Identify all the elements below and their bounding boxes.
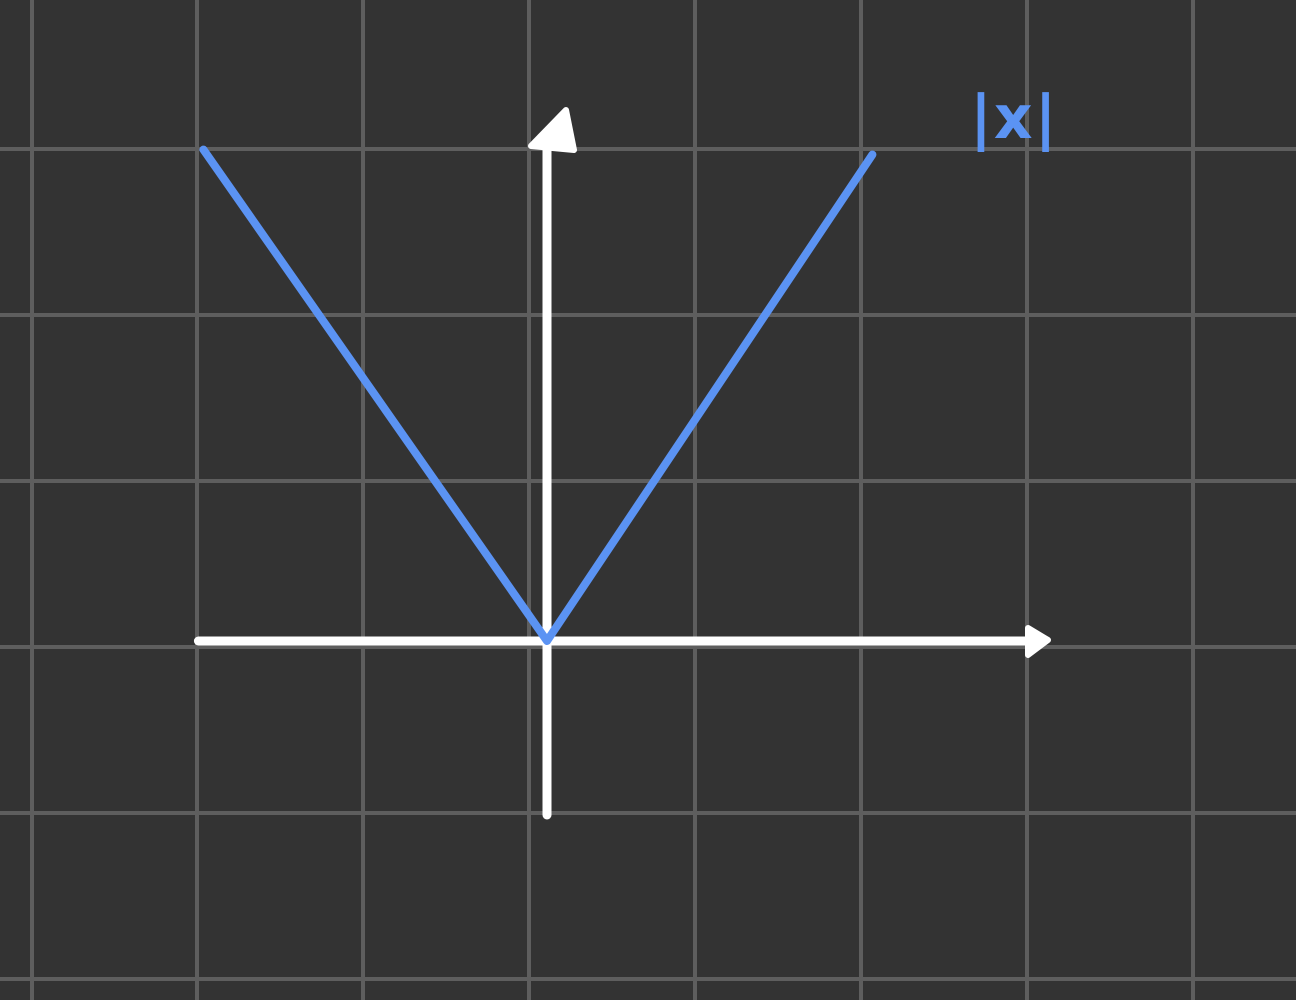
series-line-abs-x	[199, 145, 877, 645]
series-label: |x|	[970, 83, 1059, 153]
x-axis-arrowhead	[1025, 625, 1051, 658]
series-layer: |x|	[199, 83, 1059, 645]
y-axis-arrowhead	[528, 107, 577, 153]
axes	[193, 107, 1051, 820]
